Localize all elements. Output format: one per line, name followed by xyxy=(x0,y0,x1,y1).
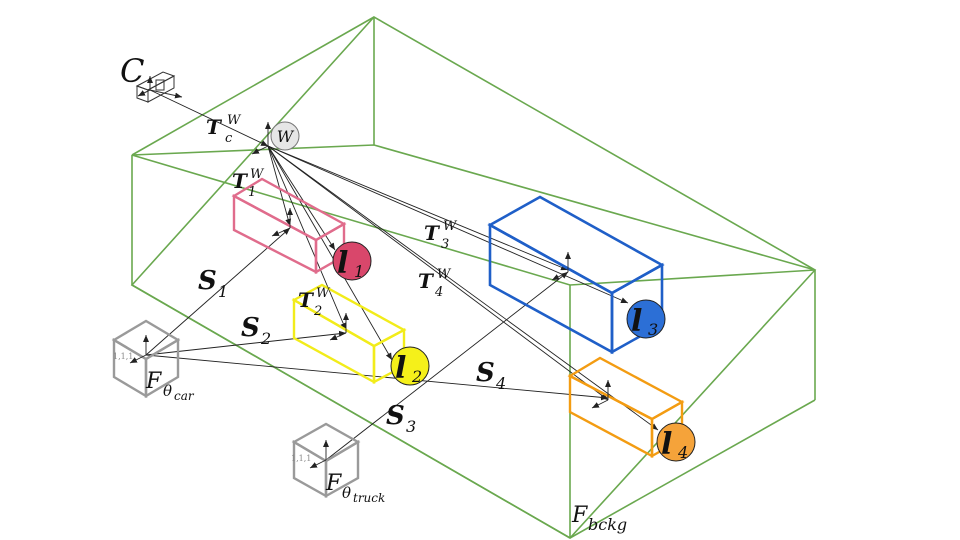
svg-text:car: car xyxy=(174,389,195,403)
label-T-2: T 2 W xyxy=(298,286,331,319)
light-l3: l 3 xyxy=(626,299,666,339)
svg-text:W: W xyxy=(437,267,452,282)
svg-text:W: W xyxy=(250,167,265,182)
svg-text:T: T xyxy=(232,169,249,193)
transform-arrows xyxy=(145,89,659,461)
label-S-3: S 3 xyxy=(386,401,416,436)
svg-text:3: 3 xyxy=(648,320,658,339)
car-2-axes xyxy=(329,313,349,341)
svg-text:1: 1 xyxy=(354,262,364,281)
light-l4: l 4 xyxy=(656,422,696,462)
label-T-c: T c W xyxy=(206,113,242,146)
svg-text:T: T xyxy=(424,221,441,245)
svg-text:θ: θ xyxy=(342,484,351,502)
svg-text:S: S xyxy=(386,401,405,431)
svg-text:4: 4 xyxy=(495,374,506,393)
label-S-2: S 2 xyxy=(241,313,271,348)
camera-label: C xyxy=(120,52,144,90)
car-4-axes xyxy=(591,380,611,409)
car-1-axes xyxy=(271,208,293,237)
svg-text:1: 1 xyxy=(248,185,256,200)
light-l2: l 2 xyxy=(390,346,430,386)
svg-text:W: W xyxy=(277,127,295,146)
world-box xyxy=(130,15,817,540)
label-S-4: S 4 xyxy=(476,358,506,393)
label-F-bckg: F bckg xyxy=(571,503,627,534)
svg-text:2: 2 xyxy=(313,304,322,319)
world-node: W xyxy=(251,121,300,155)
svg-text:3: 3 xyxy=(441,237,449,252)
svg-text:3: 3 xyxy=(406,417,416,436)
svg-text:2: 2 xyxy=(260,329,271,348)
label-F-truck: F θ truck xyxy=(325,471,385,505)
svg-text:W: W xyxy=(227,113,242,128)
canonical-car-cube xyxy=(111,319,181,399)
svg-text:l: l xyxy=(631,304,642,339)
svg-text:S: S xyxy=(198,266,217,296)
truck-axes xyxy=(551,252,571,281)
svg-text:F: F xyxy=(571,503,588,528)
svg-text:S: S xyxy=(476,358,495,388)
canonical-truck-cube xyxy=(291,422,361,499)
label-T-1: T 1 W xyxy=(232,167,265,200)
svg-text:W: W xyxy=(316,286,331,301)
svg-text:4: 4 xyxy=(677,443,688,462)
svg-text:bckg: bckg xyxy=(588,515,627,534)
svg-text:l: l xyxy=(661,427,672,462)
svg-text:2: 2 xyxy=(411,367,422,386)
svg-text:T: T xyxy=(298,288,315,312)
svg-text:S: S xyxy=(241,313,260,343)
svg-text:T: T xyxy=(418,269,435,293)
svg-text:W: W xyxy=(443,219,458,234)
svg-text:1: 1 xyxy=(218,282,228,301)
svg-text:θ: θ xyxy=(163,382,172,400)
svg-text:F: F xyxy=(325,471,342,496)
label-T-4: T 4 W xyxy=(418,267,452,300)
label-T-3: T 3 W xyxy=(424,219,458,252)
canonical-truck-tag: 1,1,1 xyxy=(291,454,311,463)
label-S-1: S 1 xyxy=(198,266,228,301)
label-F-car: F θ car xyxy=(145,369,195,403)
camera-icon xyxy=(135,71,183,103)
canonical-car-axes xyxy=(129,335,149,364)
canonical-truck-axes xyxy=(309,440,329,469)
svg-text:truck: truck xyxy=(353,491,385,505)
svg-text:4: 4 xyxy=(434,285,443,300)
svg-text:l: l xyxy=(395,351,406,386)
svg-text:l: l xyxy=(337,246,348,281)
canonical-car-tag: 1,1,1 xyxy=(113,352,133,361)
svg-text:T: T xyxy=(206,115,223,139)
svg-text:c: c xyxy=(225,131,233,146)
light-l1: l 1 xyxy=(332,241,372,281)
svg-text:F: F xyxy=(145,369,162,394)
